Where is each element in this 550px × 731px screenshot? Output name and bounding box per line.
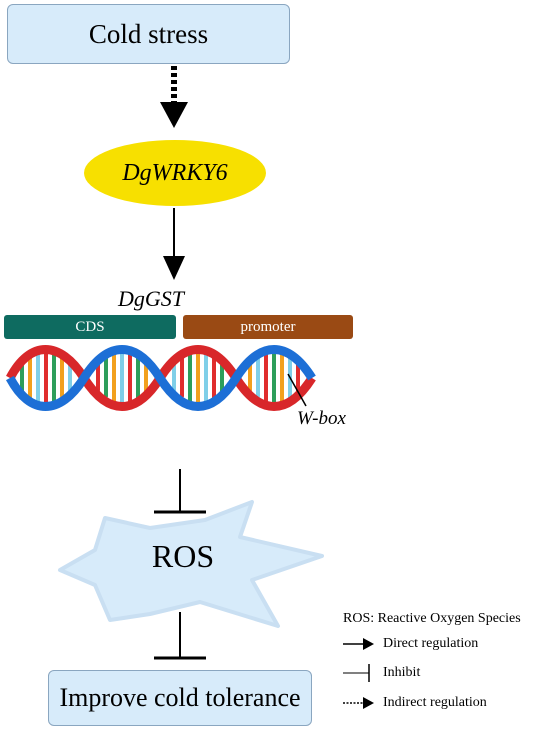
cds-label: CDS [75, 318, 105, 335]
legend-dotted-arrow-symbol [343, 697, 374, 709]
wbox-pointer-line [287, 373, 307, 407]
legend-inhibit-symbol [343, 664, 370, 682]
indirect-regulation-arrow-head [160, 102, 188, 128]
cds-bar: CDS [4, 315, 176, 339]
legend-inhibit-label: Inhibit [383, 665, 421, 680]
legend-direct-regulation-label: Direct regulation [383, 636, 479, 651]
dggst-label: DgGST [118, 286, 185, 311]
legend-title: ROS: Reactive Oxygen Species [343, 611, 521, 626]
ros-label: ROS [151, 538, 215, 574]
dgwrky6-label: DgWRKY6 [122, 159, 228, 186]
cold-stress-label: Cold stress [88, 18, 209, 49]
promoter-label: promoter [240, 318, 296, 335]
direct-regulation-arrow-head [163, 256, 185, 280]
promoter-bar: promoter [183, 315, 353, 339]
improve-cold-tolerance-box: Improve cold tolerance [48, 670, 312, 726]
wbox-label: W-box [297, 408, 346, 429]
legend-indirect-regulation-label: Indirect regulation [383, 695, 487, 710]
dna-helix [6, 345, 316, 411]
improve-cold-tolerance-label: Improve cold tolerance [59, 683, 301, 712]
cold-stress-box: Cold stress [7, 4, 290, 64]
ros-starburst [58, 500, 324, 628]
dgwrky6-ellipse: DgWRKY6 [84, 140, 266, 206]
legend-arrow-symbol [343, 638, 374, 650]
